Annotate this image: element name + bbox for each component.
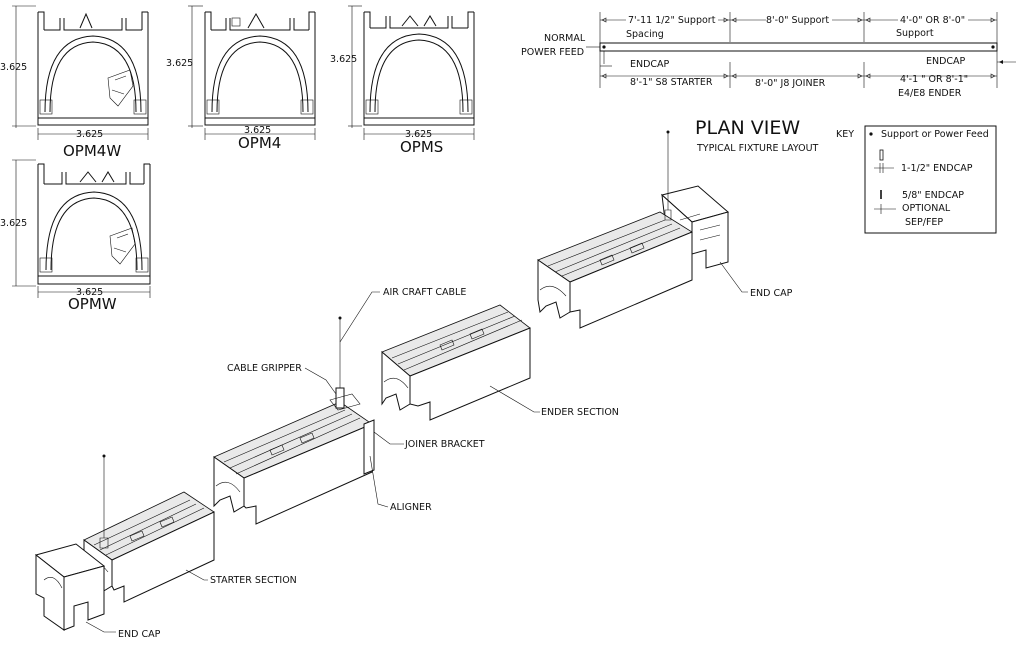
section-1-label: 8'-1" S8 STARTER [630,77,713,88]
spacing-2-label: 8'-0" Support [766,15,829,26]
key-item-3: OPTIONAL [902,203,951,214]
profile-height: 3.625 [166,58,193,69]
spacing-1-label: 7'-11 1/2" Support [628,15,716,26]
key-item-3: SEP/FEP [905,217,943,228]
callout-air-craft-cable: AIR CRAFT CABLE [383,287,466,298]
profile-height: 3.625 [330,54,357,65]
profile-opm4w: 3.625 3.625 OPM4W [0,5,149,160]
profile-name: OPM4W [63,142,121,160]
endcap-right-label: ENDCAP [926,56,966,67]
plan-layout: NORMAL POWER FEED 7'-11 1/2" Support Spa… [521,12,1016,154]
support-dot-icon [869,132,873,136]
key-title: KEY [836,129,854,140]
profile-name: OPMS [400,138,443,156]
plan-view-subtitle: TYPICAL FIXTURE LAYOUT [696,143,819,154]
section-3-label: E4/E8 ENDER [898,88,962,99]
callout-end-cap-left: END CAP [118,629,161,640]
profile-width: 3.625 [76,129,103,140]
profile-height: 3.625 [0,62,27,73]
callout-aligner: ALIGNER [390,502,432,513]
spacing-3-label: Support [896,28,934,39]
profile-height: 3.625 [0,218,27,229]
ender-section-part [537,130,701,329]
callout-cable-gripper: CABLE GRIPPER [227,363,302,374]
section-3-label: 4'-1 " OR 8'-1" [900,74,968,85]
callout-starter-section: STARTER SECTION [210,575,297,586]
profile-width: 3.625 [76,287,103,298]
callout-joiner-bracket: JOINER BRACKET [404,439,485,450]
callout-ender-section: ENDER SECTION [541,407,619,418]
middle-section-part [213,316,375,525]
end-cap-left-part [34,543,106,631]
profile-name: OPM4 [238,134,281,152]
key-legend: KEY Support or Power Feed 1-1/2" ENDCAP … [836,125,997,234]
endcap-symbol-icon [879,149,884,161]
joiner-section-part [381,304,531,421]
spacing-3-label: 4'-0" OR 8'-0" [900,15,965,26]
starter-section-part [83,454,215,603]
section-2-label: 8'-0" J8 JOINER [755,78,826,89]
profile-width: 3.625 [405,129,432,140]
key-item-3: 5/8" ENDCAP [902,190,964,201]
callout-end-cap-right: END CAP [750,288,793,299]
plan-view-title: PLAN VIEW [695,117,800,139]
key-item-2: 1-1/2" ENDCAP [901,163,973,174]
profile-opm4: 3.625 3.625 OPM4 [166,5,316,152]
profile-opms: 3.625 3.625 OPMS [330,5,475,156]
callouts: END CAP AIR CRAFT CABLE CABLE GRIPPER EN… [85,261,793,640]
endcap-left-label: ENDCAP [630,59,670,70]
profile-name: OPMW [68,295,117,313]
profile-opmw: 3.625 3.625 OPMW [0,159,151,313]
spacing-1-label: Spacing [626,29,664,40]
normal-feed-label: POWER FEED [521,47,584,58]
normal-feed-label: NORMAL [544,33,586,44]
key-item-1: Support or Power Feed [881,129,989,140]
profile-width: 3.625 [244,125,271,136]
